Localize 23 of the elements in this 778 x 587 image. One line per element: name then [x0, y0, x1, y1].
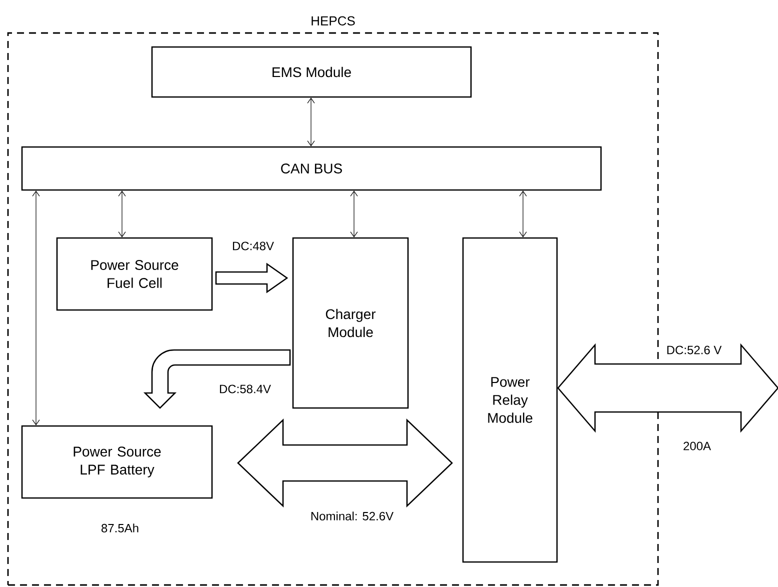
module-box: Power Relay Module [462, 237, 558, 563]
block-arrow [144, 349, 291, 409]
arrow [118, 190, 126, 238]
edge-label: Nominal: 52.6V [309, 510, 395, 522]
module-box: Charger Module [292, 237, 409, 409]
boundary-title: HEPCS [312, 16, 355, 26]
edge-label: DC:58.4V [218, 384, 272, 394]
edge-label: DC:52.6 V [665, 344, 723, 356]
arrow [32, 190, 40, 426]
block-arrow [557, 343, 778, 433]
arrow [519, 190, 527, 238]
arrow [307, 98, 315, 146]
module-box: Power Source Fuel Cell [56, 237, 213, 311]
arrow [350, 190, 358, 238]
module-box: EMS Module [151, 46, 472, 98]
system-boundary [7, 32, 659, 586]
module-box: Power Source LPF Battery [21, 425, 213, 499]
capacity-label: 87.5Ah [102, 524, 138, 532]
block-arrow [215, 262, 288, 294]
block-arrow [237, 418, 453, 508]
current-label: 200A [684, 442, 711, 450]
edge-label: DC:48V [231, 240, 276, 252]
module-box: CAN BUS [21, 146, 602, 191]
